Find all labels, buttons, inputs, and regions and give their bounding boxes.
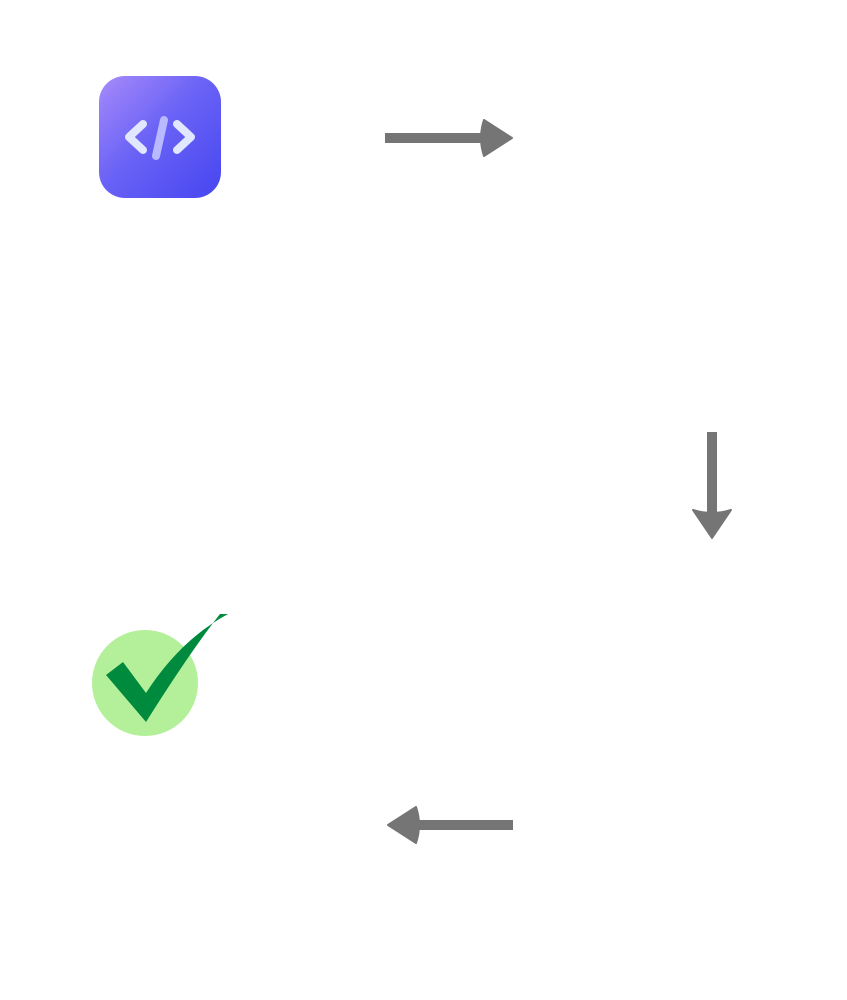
arrow-right-icon <box>385 119 513 157</box>
arrow-down <box>688 428 738 543</box>
code-brackets-icon <box>99 76 221 198</box>
arrow-left <box>380 800 520 850</box>
check-circle-icon <box>92 614 228 736</box>
success-node <box>90 612 230 738</box>
arrow-left-icon <box>387 806 513 844</box>
arrow-right <box>380 112 520 162</box>
arrow-down-icon <box>692 432 732 539</box>
code-node <box>99 76 221 198</box>
